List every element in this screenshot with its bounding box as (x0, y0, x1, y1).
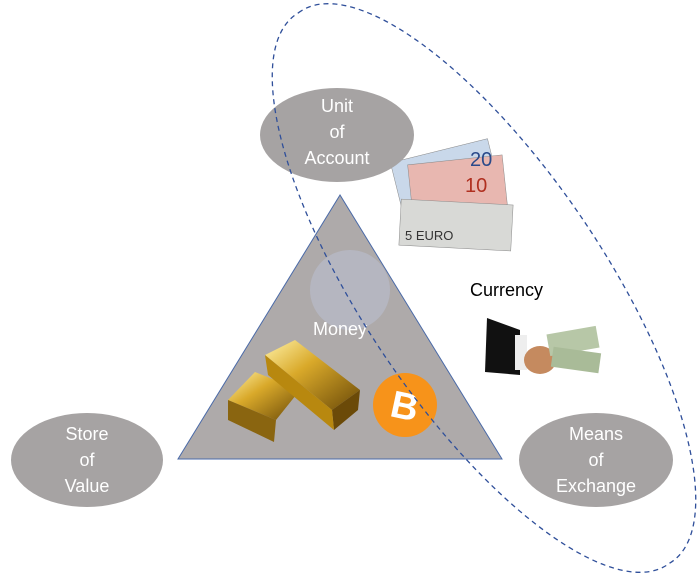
money-label: Money (313, 319, 367, 339)
note-5: 5 EURO (405, 228, 453, 243)
euro-banknotes-image: 20 10 5 EURO (390, 138, 514, 252)
gold-bars-icon (228, 340, 360, 442)
note-10: 10 (465, 175, 487, 197)
node-store-of-value: Store of Value (11, 413, 163, 507)
hand-with-cash-image (485, 318, 602, 375)
node-text: Value (65, 476, 110, 496)
node-means-of-exchange: Means of Exchange (519, 413, 673, 507)
node-text: of (588, 450, 604, 470)
note-20: 20 (470, 149, 492, 171)
node-text: Exchange (556, 476, 636, 496)
currency-label: Currency (470, 280, 543, 300)
node-text: of (79, 450, 95, 470)
node-text: Unit (321, 96, 353, 116)
node-text: Means (569, 424, 623, 444)
node-unit-of-account: Unit of Account (260, 88, 414, 182)
currency-group-outline (271, 3, 697, 573)
bitcoin-icon (373, 373, 437, 437)
node-text: Account (304, 148, 369, 168)
globe-icon (310, 250, 390, 330)
node-text: of (329, 122, 345, 142)
node-text: Store (65, 424, 108, 444)
